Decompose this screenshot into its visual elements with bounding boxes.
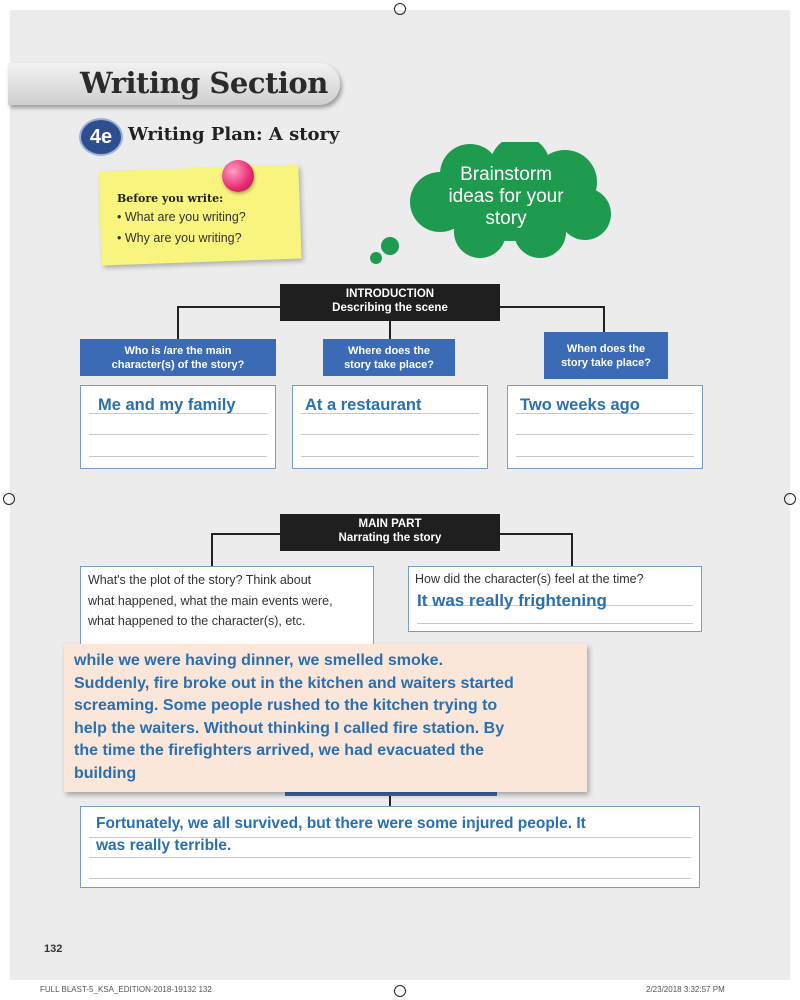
feeling-question-box[interactable]: How did the character(s) feel at the tim… — [408, 566, 702, 632]
plan-title: Writing Plan: A story — [128, 124, 340, 145]
section-title: Writing Section — [80, 66, 328, 100]
page-number: 132 — [44, 943, 63, 955]
plot-question-box: What's the plot of the story? Think abou… — [80, 566, 374, 648]
conclusion-answer-box[interactable]: Fortunately, we all survived, but there … — [80, 806, 700, 888]
feeling-question: How did the character(s) feel at the tim… — [415, 572, 644, 586]
answer-characters: Me and my family — [98, 396, 236, 414]
section-banner — [8, 63, 340, 105]
plot-answer-line: while we were having dinner, we smelled … — [74, 652, 444, 669]
main-part-header: MAIN PART Narrating the story — [280, 514, 500, 551]
conclusion-answer: Fortunately, we all survived, but there … — [96, 815, 586, 854]
pushpin-icon — [222, 160, 254, 192]
lesson-badge: 4e — [79, 118, 123, 156]
plot-answer-box[interactable]: while we were having dinner, we smelled … — [64, 644, 587, 792]
plot-answer-line: screaming. Some people rushed to the kit… — [74, 697, 498, 714]
registration-mark-top — [394, 3, 406, 15]
footer-file-info: FULL BLAST-5_KSA_EDITION-2018-19132 132 — [40, 985, 212, 994]
plot-answer-line: the time the firefighters arrived, we ha… — [74, 742, 484, 759]
answer-box-characters[interactable]: Me and my family — [80, 385, 276, 469]
answer-box-place[interactable]: At a restaurant — [292, 385, 488, 469]
sticky-note-heading: Before you write: — [117, 192, 224, 205]
footer-timestamp: 2/23/2018 3:32:57 PM — [646, 985, 725, 994]
registration-mark-left — [3, 493, 15, 505]
registration-mark-bottom — [394, 985, 406, 997]
feeling-answer: It was really frightening — [417, 591, 607, 610]
introduction-header: INTRODUCTION Describing the scene — [280, 284, 500, 321]
thought-cloud-icon — [370, 142, 611, 264]
answer-place: At a restaurant — [305, 396, 422, 414]
sticky-note-item: • Why are you writing? — [117, 231, 242, 245]
answer-time: Two weeks ago — [520, 396, 640, 414]
registration-mark-right — [784, 493, 796, 505]
plot-answer-line: help the waiters. Without thinking I cal… — [74, 719, 505, 737]
cloud-text: Brainstorm ideas for your story — [448, 164, 564, 229]
sticky-note-item: • What are you writing? — [117, 210, 246, 224]
answer-box-time[interactable]: Two weeks ago — [507, 385, 703, 469]
plot-answer-line: Suddenly, fire broke out in the kitchen … — [74, 674, 514, 692]
plot-answer-line: building — [74, 764, 137, 782]
